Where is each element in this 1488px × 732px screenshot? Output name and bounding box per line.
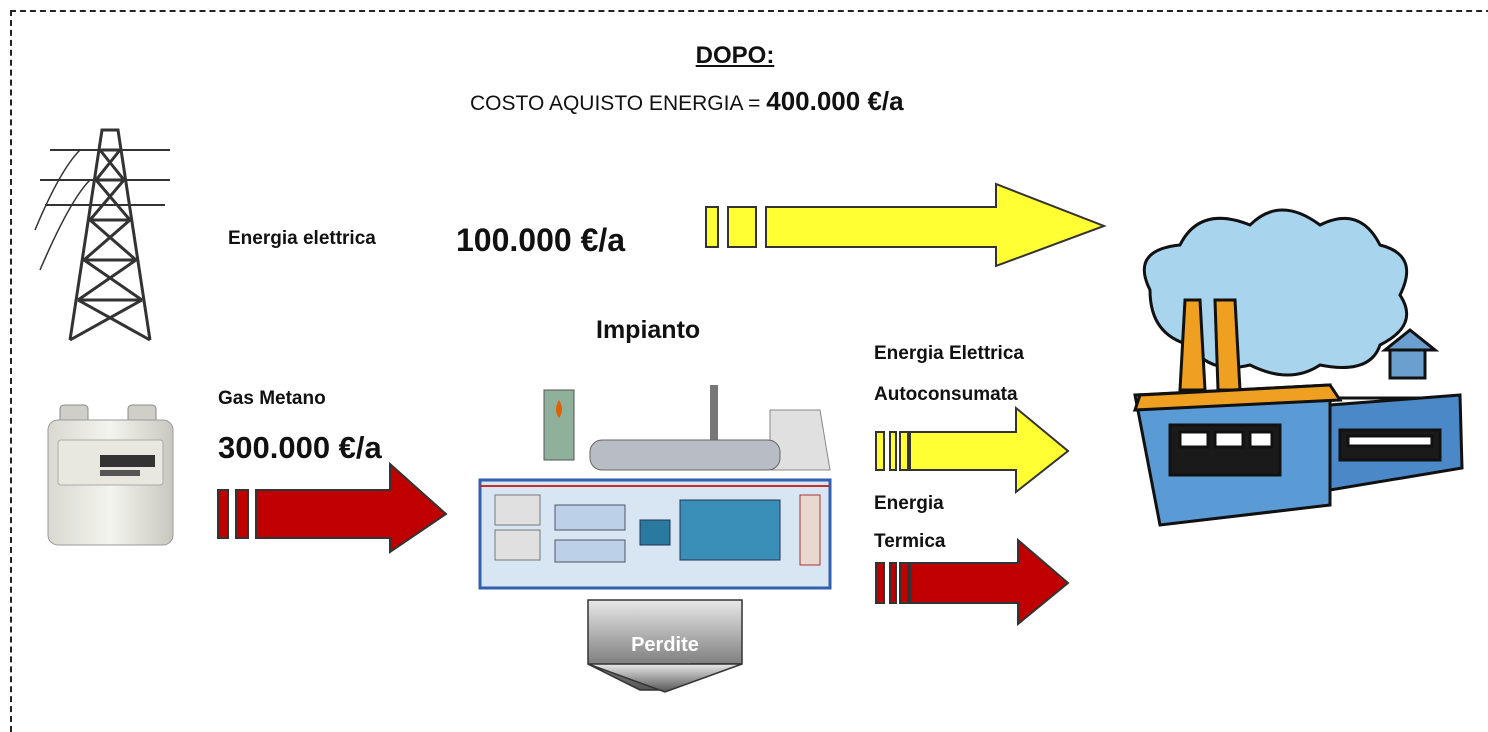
factory-icon	[1132, 208, 1464, 527]
losses-arrow	[587, 599, 743, 693]
gas-input-value: 300.000 €/a	[218, 430, 382, 465]
gas-input-arrow	[217, 461, 448, 554]
gas-input-label: Gas Metano	[218, 388, 326, 409]
gas-meter-icon	[47, 404, 174, 546]
power-pylon-icon	[34, 128, 170, 342]
total-cost-label: COSTO AQUISTO ENERGIA =	[470, 92, 767, 115]
electric-input-value: 100.000 €/a	[456, 222, 626, 258]
page-title: DOPO:	[695, 42, 775, 69]
electric-output-arrow	[875, 405, 1070, 495]
total-cost-value: 400.000 €/a	[766, 86, 904, 116]
dashed-border	[10, 10, 1488, 732]
total-cost-line: COSTO AQUISTO ENERGIA = 400.000 €/a	[470, 86, 1070, 117]
plant-label: Impianto	[596, 316, 701, 344]
diagram-graphics	[34, 128, 1464, 693]
losses-label: Perdite	[631, 634, 699, 656]
thermal-output-arrow	[875, 537, 1070, 627]
electric-input-arrow	[705, 182, 1107, 268]
electric-input-label: Energia elettrica	[228, 228, 376, 249]
thermal-output-label-line1: Energia	[874, 493, 944, 514]
electric-output-label-line1: Energia Elettrica	[874, 343, 1024, 364]
electric-output-label-line2: Autoconsumata	[874, 384, 1018, 405]
plant-unit-icon	[478, 385, 832, 590]
thermal-output-label-line2: Termica	[874, 531, 946, 552]
